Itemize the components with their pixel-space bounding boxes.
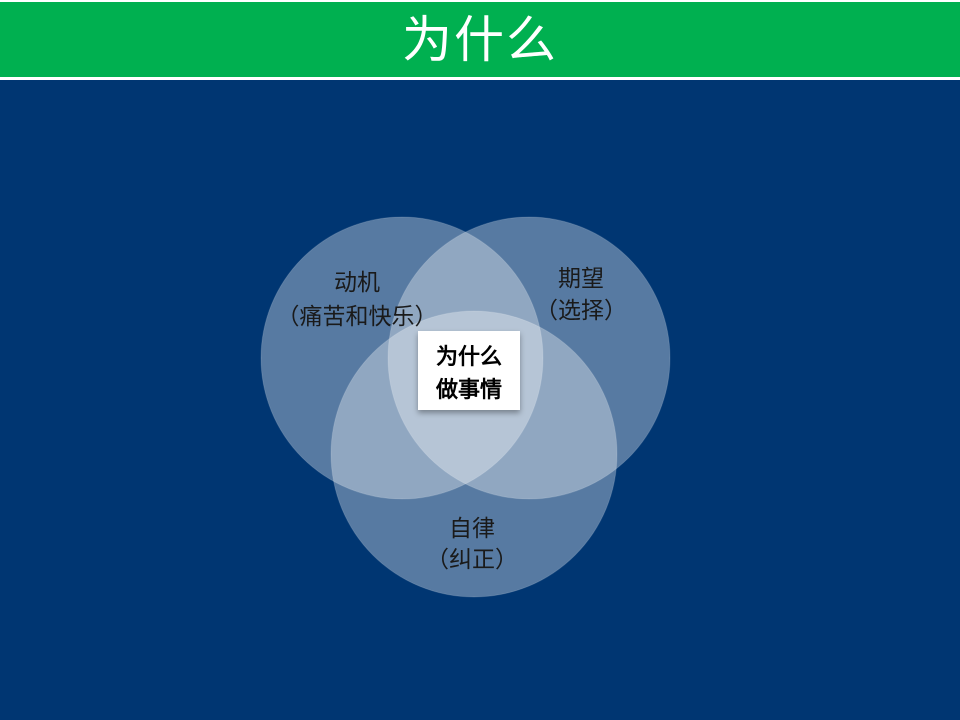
- venn-circle-discipline: [330, 310, 618, 598]
- center-label-box: [418, 331, 520, 410]
- motivation-subtitle: （痛苦和快乐）: [277, 304, 438, 330]
- venn-diagram: 动机 （痛苦和快乐） 期望 （选择） 自律 （纠正） 为什么 做事情: [260, 216, 671, 598]
- expectation-subtitle: （选择）: [535, 298, 627, 324]
- venn-circle-motivation: [260, 216, 544, 500]
- venn-circle-expectation: [387, 216, 671, 500]
- discipline-title: 自律: [449, 516, 495, 542]
- center-label-line2: 做事情: [435, 377, 502, 403]
- discipline-subtitle: （纠正）: [426, 547, 518, 573]
- expectation-title: 期望: [558, 266, 604, 292]
- slide-title: 为什么: [402, 10, 558, 69]
- center-label-line1: 为什么: [436, 345, 502, 370]
- content-area: 动机 （痛苦和快乐） 期望 （选择） 自律 （纠正） 为什么 做事情: [0, 80, 960, 720]
- motivation-title: 动机: [334, 270, 380, 296]
- title-bar: 为什么: [0, 0, 960, 77]
